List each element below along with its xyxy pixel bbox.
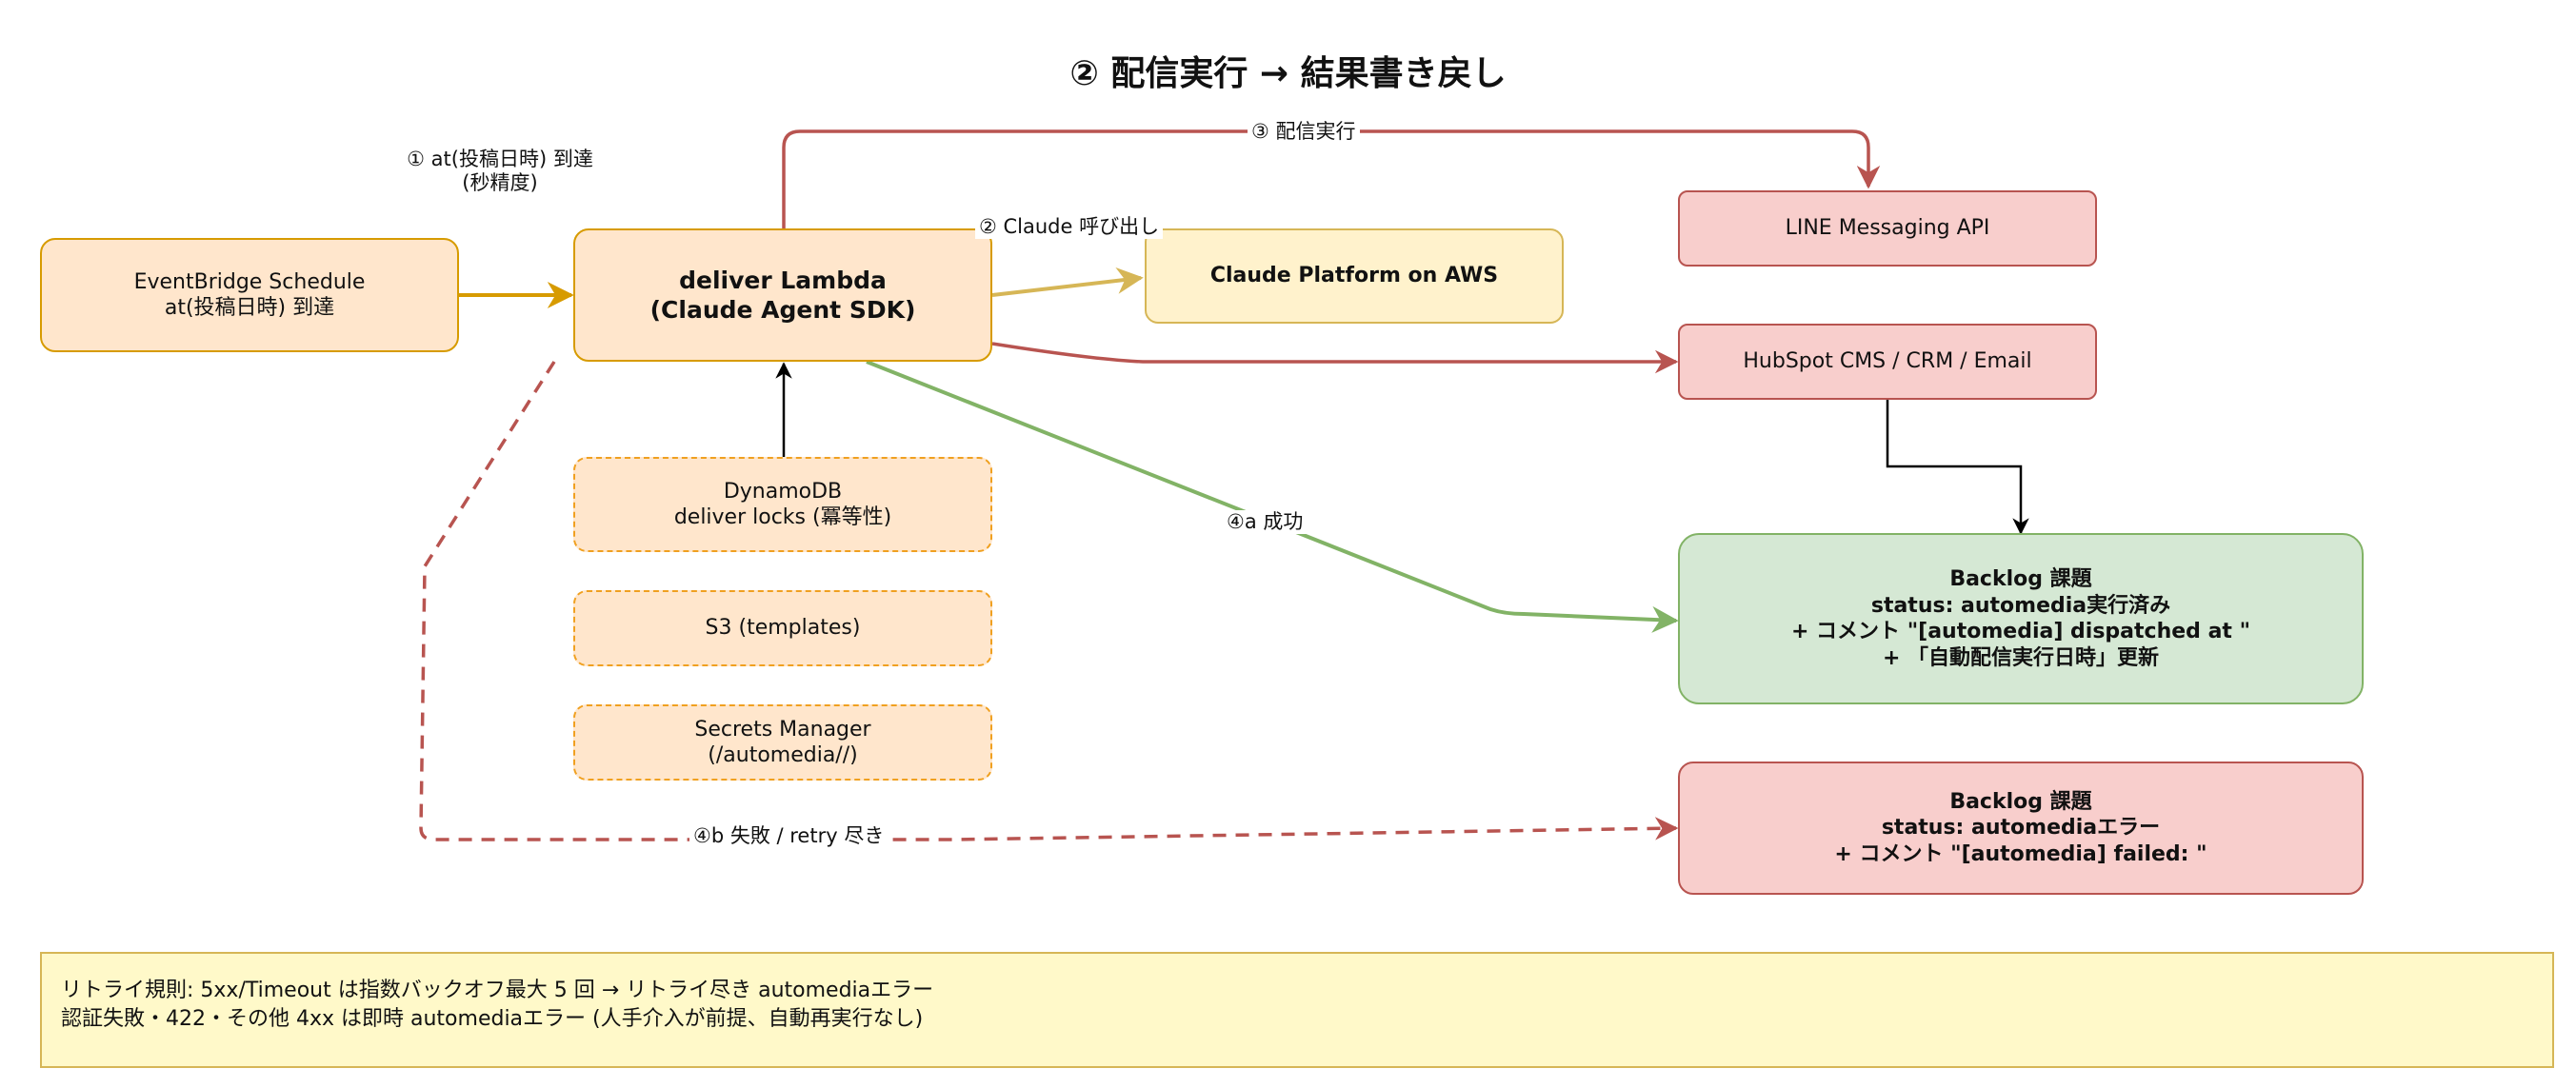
- backlog-error-node[interactable]: Backlog 課題 status: automediaエラー + コメント "…: [1678, 762, 2364, 895]
- secrets-manager-node[interactable]: Secrets Manager (/automedia//): [573, 704, 992, 781]
- edge-failure: [419, 361, 1679, 841]
- edge-success: [866, 360, 1679, 633]
- backlog-success-node[interactable]: Backlog 課題 status: automedia実行済み + コメント …: [1678, 533, 2364, 704]
- line-messaging-api-node[interactable]: LINE Messaging API: [1678, 190, 2097, 267]
- edge-label-failure: ④b 失敗 / retry 尽き: [689, 824, 889, 849]
- edge-label-success: ④a 成功: [1223, 510, 1308, 535]
- deliver-lambda-node[interactable]: deliver Lambda (Claude Agent SDK): [573, 228, 992, 362]
- retry-rules-note: リトライ規則: 5xx/Timeout は指数バックオフ最大 5 回 → リトラ…: [40, 952, 2554, 1068]
- eventbridge-schedule-node[interactable]: EventBridge Schedule at(投稿日時) 到達: [40, 238, 459, 352]
- s3-templates-node[interactable]: S3 (templates): [573, 590, 992, 666]
- claude-platform-node[interactable]: Claude Platform on AWS: [1145, 228, 1564, 324]
- edge-deliver-hubspot: [991, 342, 1679, 374]
- edge-label-deliver: ③ 配信実行: [1248, 120, 1360, 145]
- edge-label-schedule: ① at(投稿日時) 到達 (秒精度): [407, 148, 593, 195]
- edge-claude-call: [991, 267, 1144, 297]
- edge-hubspot-backlog: [1886, 400, 2029, 535]
- edge-label-claude-call: ② Claude 呼び出し: [975, 215, 1164, 240]
- dynamodb-node[interactable]: DynamoDB deliver locks (冪等性): [573, 457, 992, 552]
- hubspot-node[interactable]: HubSpot CMS / CRM / Email: [1678, 324, 2097, 400]
- diagram-title: ② 配信実行 → 結果書き戻し: [1069, 54, 1507, 93]
